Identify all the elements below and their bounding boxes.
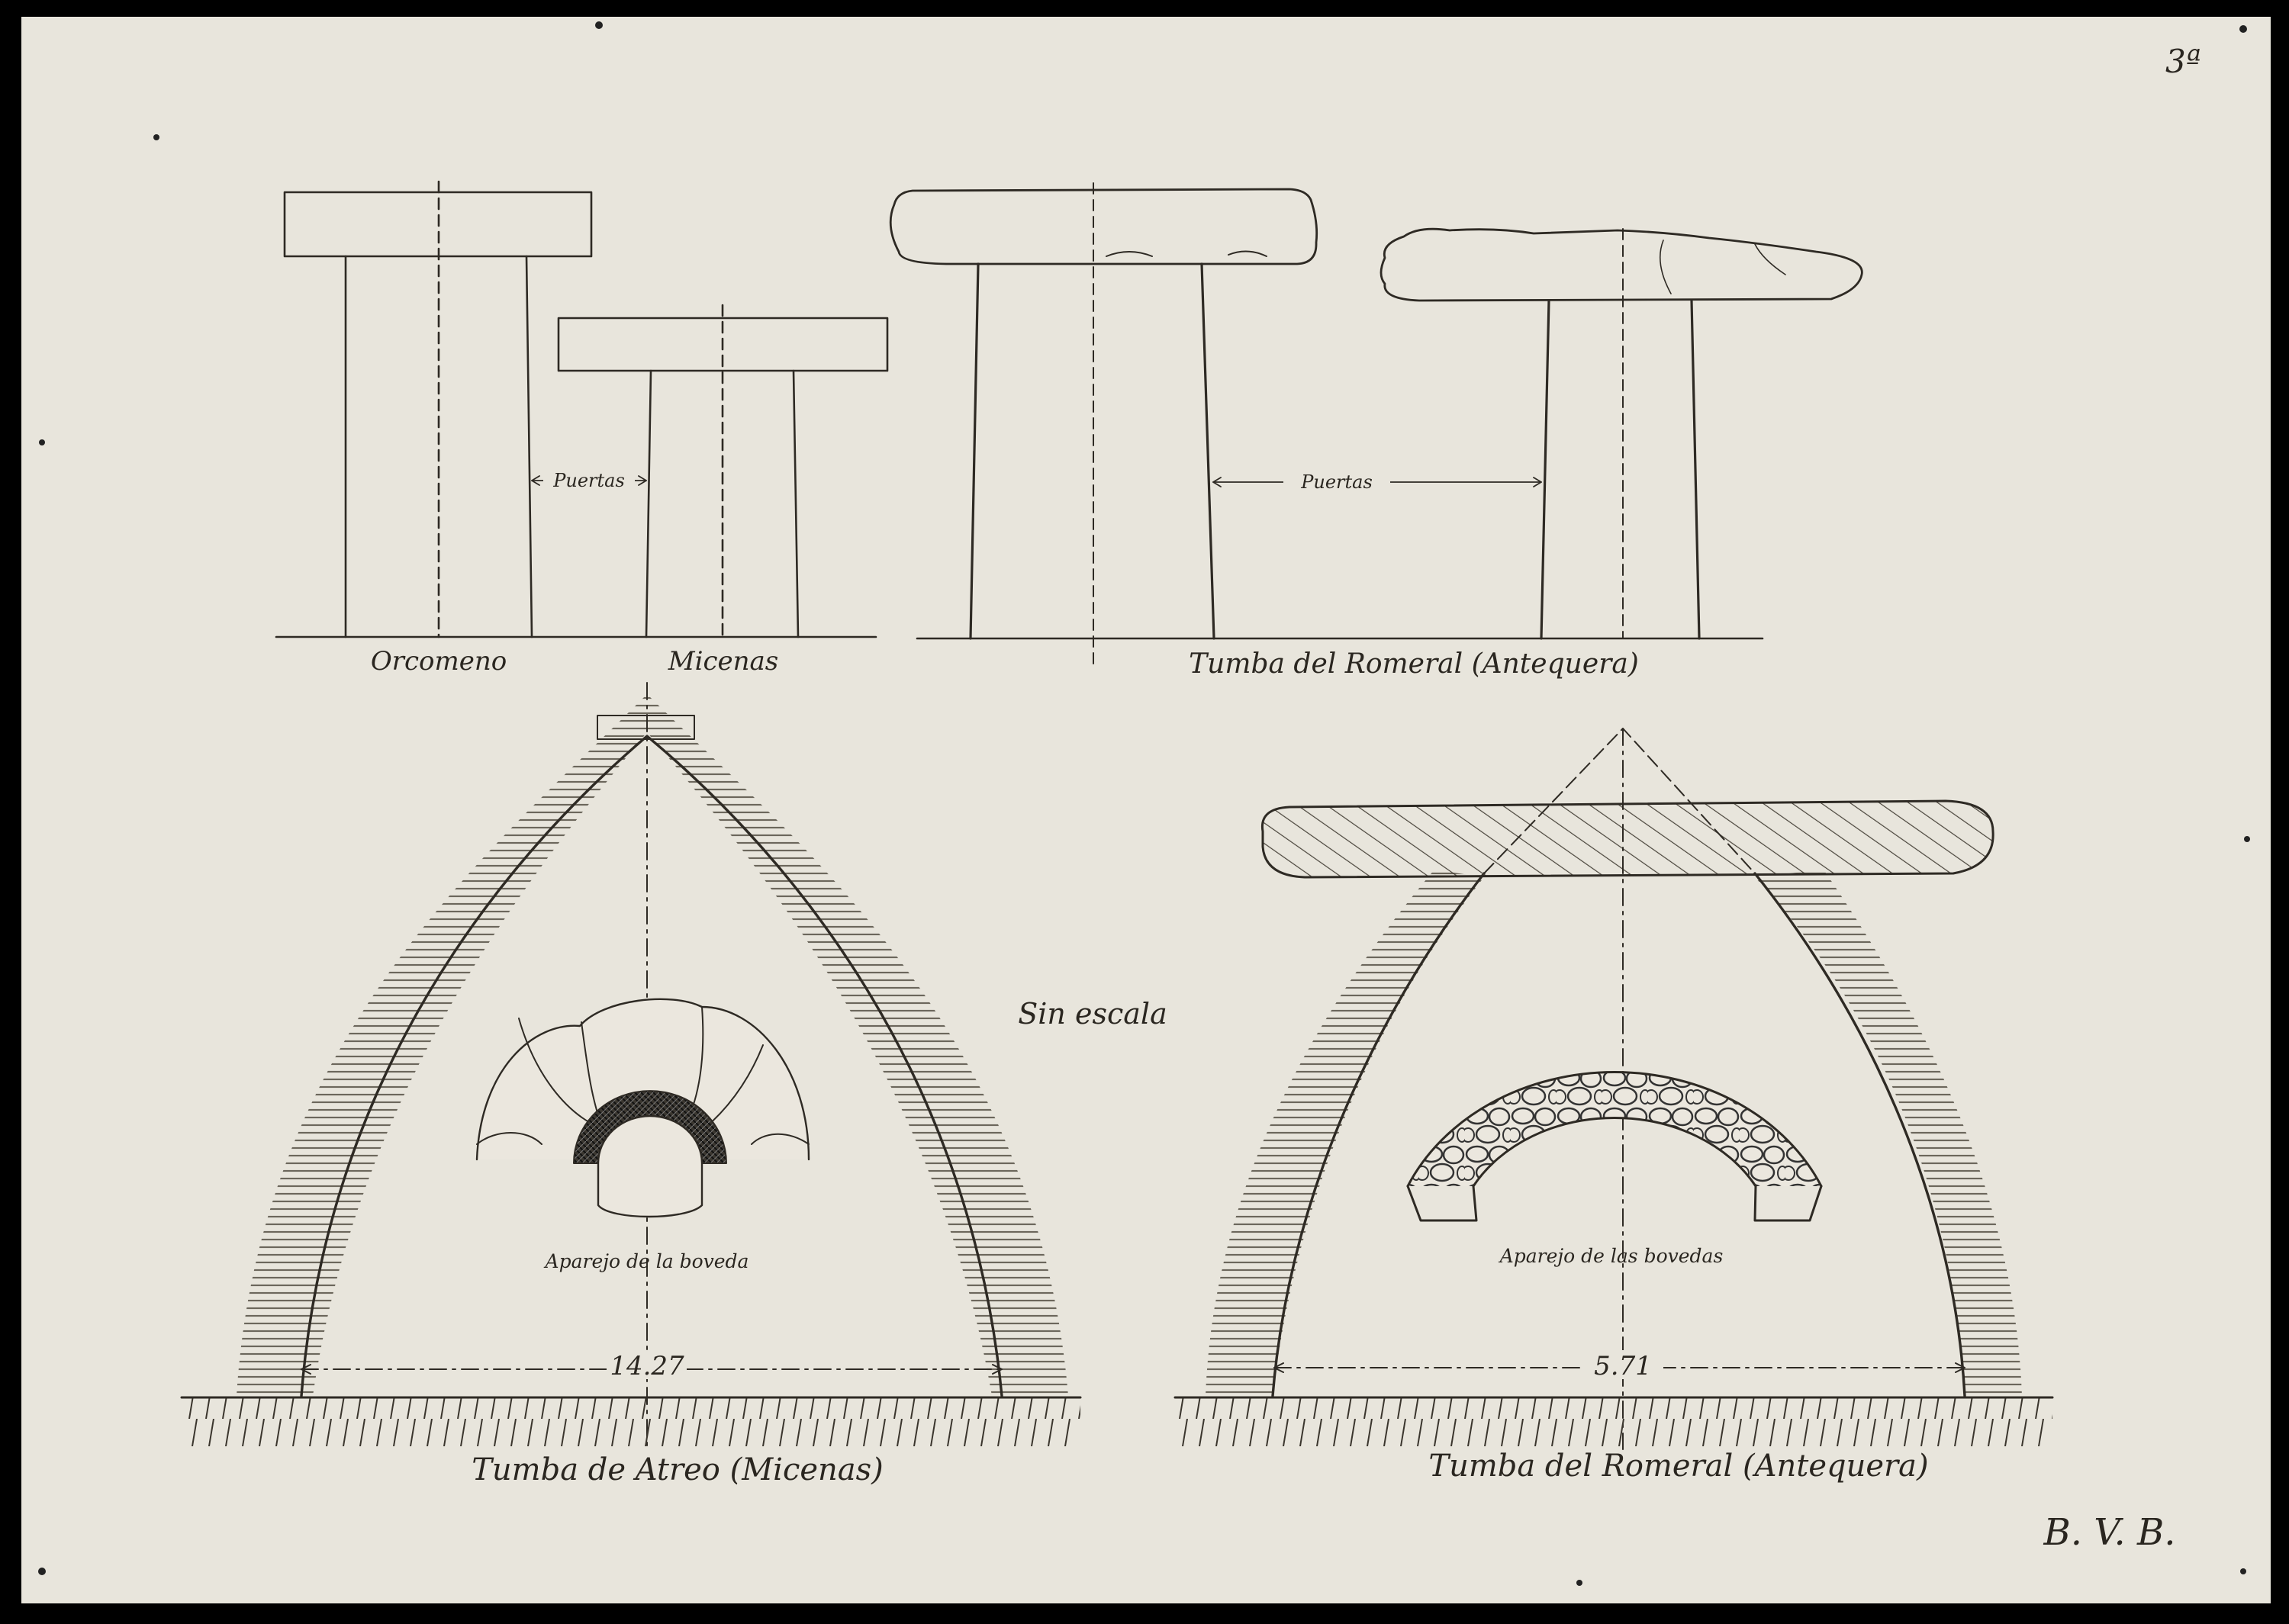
signature: B. V. B.	[2043, 1511, 2175, 1554]
label-puertas-right: Puertas	[1300, 471, 1373, 493]
label-orcomeno: Orcomeno	[371, 646, 507, 677]
caption-vault-romeral: Aparejo de las bovedas	[1499, 1245, 1724, 1267]
vault-detail-romeral	[1406, 1071, 1823, 1222]
section-romeral	[1206, 728, 2022, 1450]
doorway-romeral-front	[889, 182, 1318, 668]
lintel-micenas	[557, 304, 889, 638]
label-puertas-left: Puertas	[552, 470, 625, 491]
title-romeral: Tumba del Romeral (Antequera)	[1428, 1449, 1928, 1484]
ground-atreo	[180, 1396, 1082, 1446]
caption-vault-atreo: Aparejo de la boveda	[544, 1250, 749, 1272]
dimension-atreo: 14.27	[610, 1351, 684, 1381]
ground-romeral	[1173, 1396, 2054, 1446]
label-romeral-top: Tumba del Romeral (Antequera)	[1189, 648, 1639, 680]
lintel-orcomeno	[283, 180, 593, 638]
pin-holes	[38, 21, 2250, 1586]
puertas-arrow-right	[1212, 468, 1542, 494]
scale-note: Sin escala	[1018, 997, 1167, 1031]
vault-detail-atreo	[475, 998, 810, 1218]
title-atreo: Tumba de Atreo (Micenas)	[472, 1452, 884, 1487]
dimension-romeral: 5.71	[1594, 1351, 1652, 1381]
puertas-arrow-left	[531, 467, 647, 493]
ground-lines-top	[275, 635, 1764, 640]
page-number: 3ª	[2165, 43, 2201, 80]
label-micenas: Micenas	[668, 646, 778, 677]
doorway-romeral-inner	[1380, 227, 1863, 640]
section-atreo	[237, 682, 1068, 1446]
